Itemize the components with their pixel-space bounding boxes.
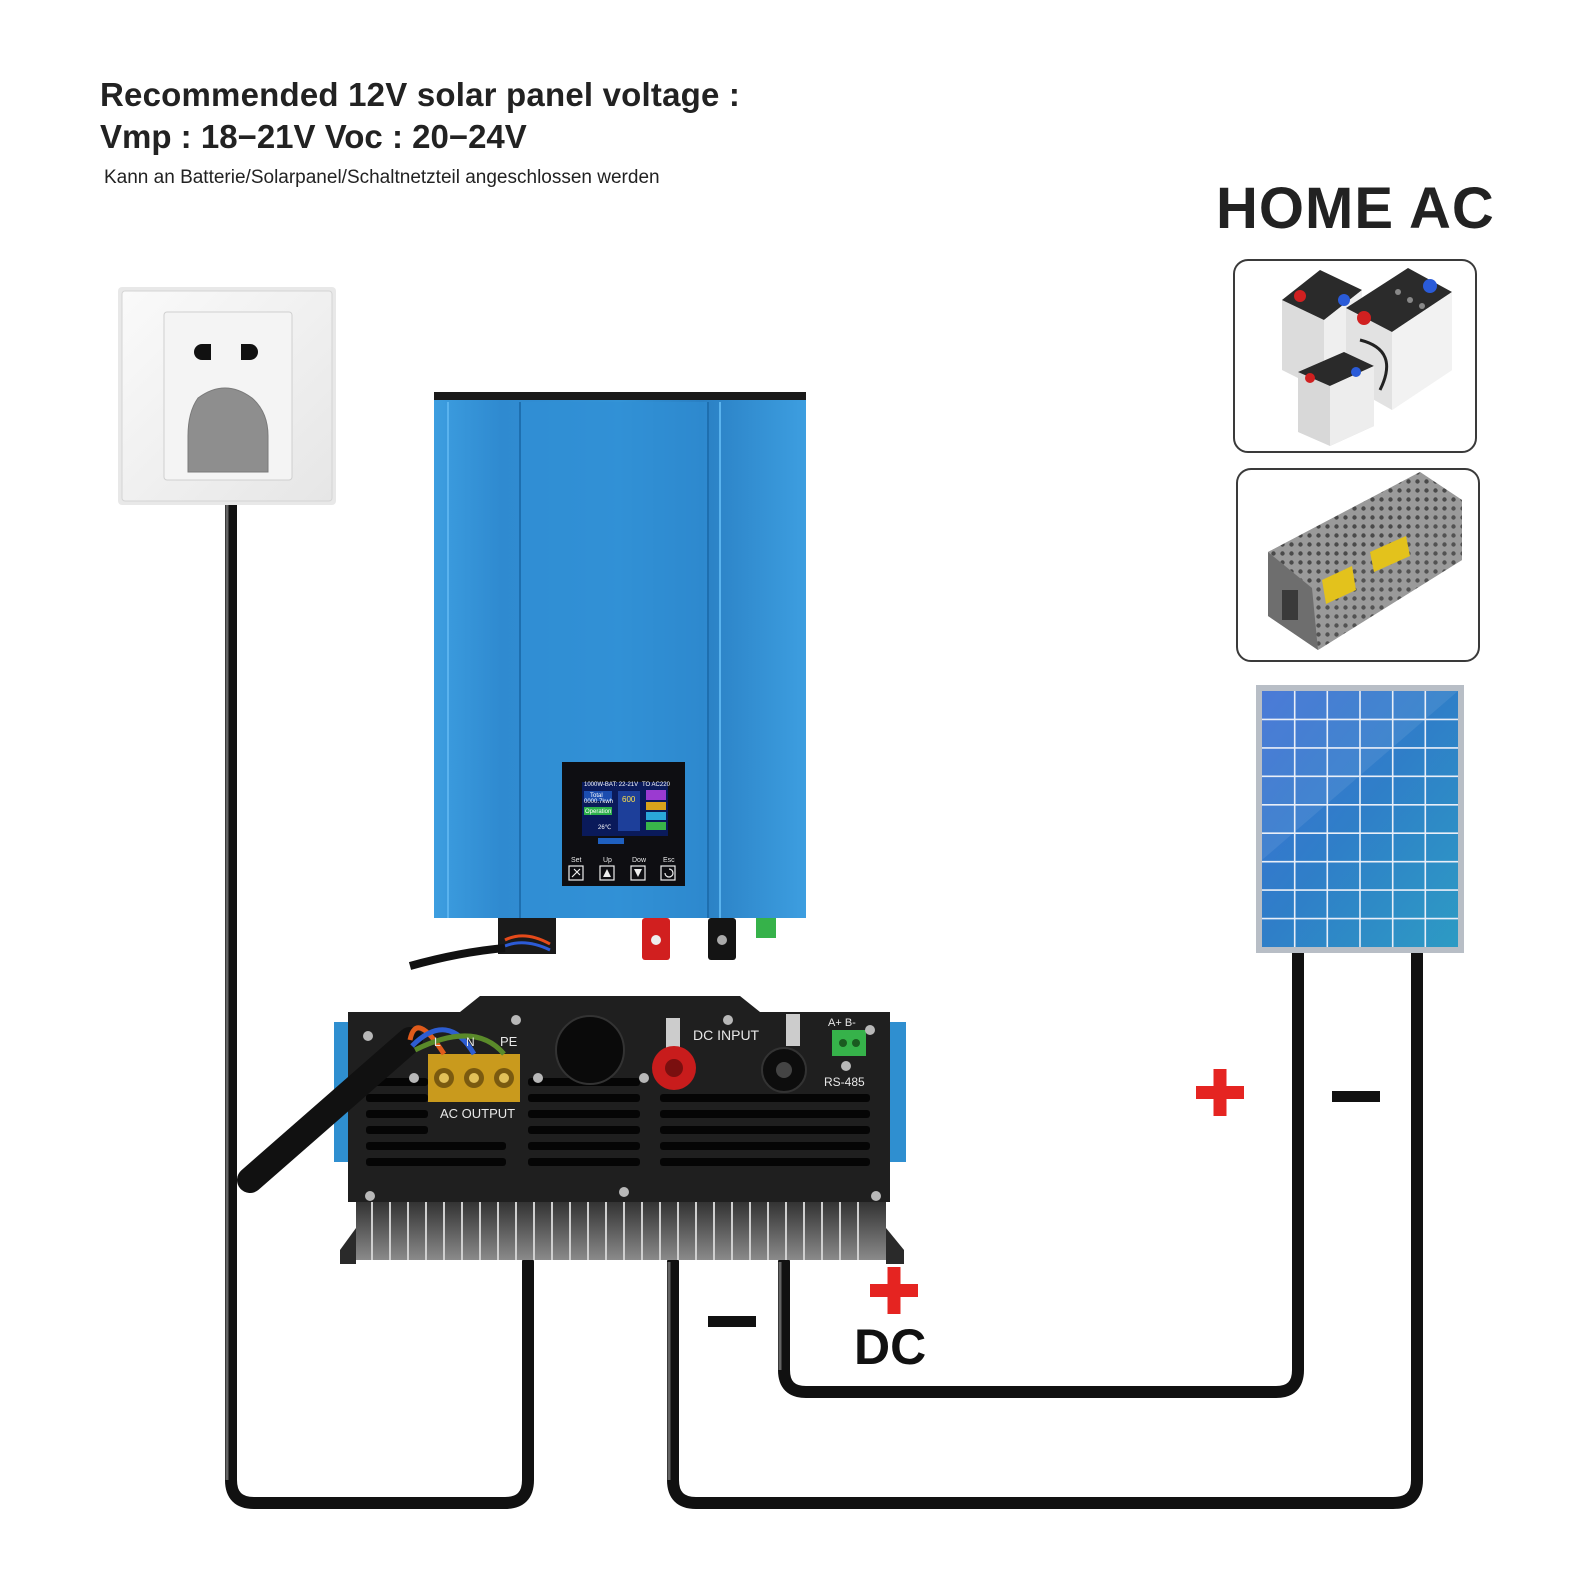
lcd-line-kwh: 0000.7kwh	[584, 799, 613, 805]
wires	[225, 472, 1423, 1509]
polarity-markers: DC	[708, 1069, 1380, 1375]
dc-input-label: DC INPUT	[693, 1027, 760, 1043]
plug	[187, 387, 269, 473]
button-label-dow: Dow	[632, 857, 647, 864]
solar-panel	[1256, 685, 1464, 953]
esc-button-icon	[660, 865, 676, 881]
n-label: N	[466, 1035, 475, 1049]
minus-sign-panel	[1332, 1091, 1380, 1102]
lcd-display: 1000W-BAT: 22-21V TO AC220 Total 0000.7k…	[562, 762, 685, 886]
ac-cable	[225, 472, 534, 1509]
set-button-icon	[568, 865, 584, 881]
lcd-line-to-ac: TO AC220	[642, 782, 671, 788]
heading-recommended-voltage: Recommended 12V solar panel voltage :	[100, 76, 741, 113]
down-button-icon	[630, 865, 646, 881]
wall-outlet	[118, 287, 336, 505]
subtitle-connect-info: Kann an Batterie/Solarpanel/Schaltnetzte…	[104, 167, 660, 188]
button-label-up: Up	[603, 857, 612, 864]
dc-negative-cable	[667, 946, 1423, 1509]
minus-sign-inverter	[708, 1316, 756, 1327]
dc-label: DC	[854, 1319, 926, 1375]
home-ac-title: HOME AC	[1216, 176, 1495, 241]
dc-positive-cable	[778, 946, 1304, 1398]
lcd-line-model: 1000W-BAT: 22-21V	[584, 782, 638, 788]
plus-sign-panel	[1196, 1069, 1244, 1116]
lcd-line-power: 600	[622, 795, 636, 804]
plus-sign-inverter	[870, 1267, 918, 1314]
ab-label: A+ B-	[828, 1017, 856, 1029]
button-label-set: Set	[571, 857, 582, 864]
rs485-label: RS-485	[824, 1075, 865, 1089]
up-button-icon	[599, 865, 615, 881]
inverter-terminal-panel: AC OUTPUT DC INPUT RS-485 A+ B- L N PE	[237, 996, 906, 1264]
l-label: L	[434, 1035, 441, 1049]
lcd-line-total: Total	[590, 793, 603, 799]
inverter-front: 1000W-BAT: 22-21V TO AC220 Total 0000.7k…	[408, 392, 806, 970]
lcd-line-temp: 26℃	[598, 824, 612, 831]
ac-output-label: AC OUTPUT	[440, 1106, 515, 1121]
lcd-line-operation: Operation	[585, 809, 611, 815]
button-label-esc: Esc	[663, 857, 675, 864]
pe-label: PE	[500, 1034, 518, 1049]
battery-image	[1233, 259, 1477, 453]
power-supply-image	[1236, 468, 1480, 662]
heading-vmp-voc: Vmp : 18−21V Voc : 20−24V	[100, 118, 527, 155]
